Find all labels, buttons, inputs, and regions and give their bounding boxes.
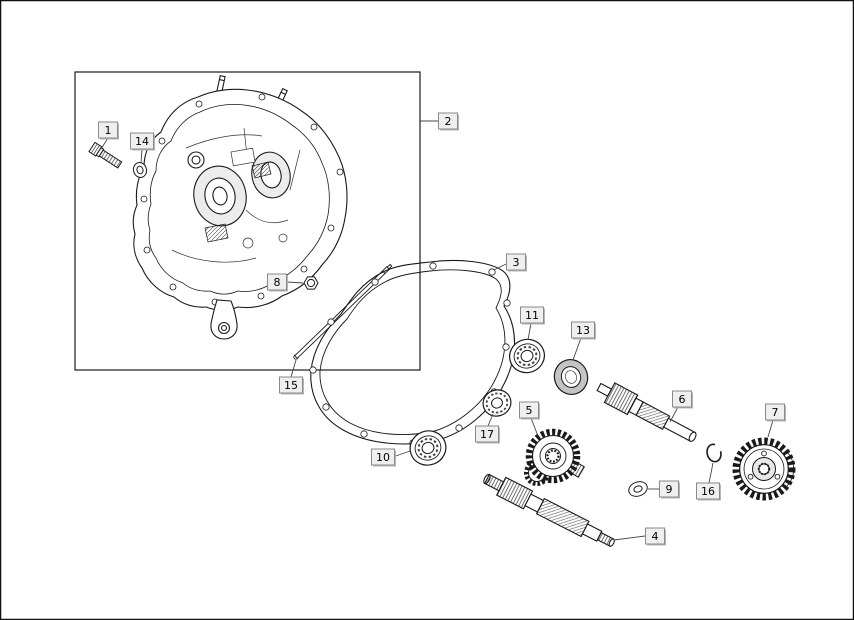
callout-box[interactable] bbox=[519, 401, 539, 419]
washer-part-9 bbox=[628, 481, 648, 497]
callout-number: 10 bbox=[376, 451, 390, 464]
bearing-part-17 bbox=[482, 389, 512, 417]
callout-number: 1 bbox=[105, 124, 112, 137]
callout-box[interactable] bbox=[98, 121, 118, 139]
callout-number: 6 bbox=[679, 393, 686, 406]
callout-number: 4 bbox=[652, 530, 659, 543]
callout-box[interactable] bbox=[371, 448, 395, 466]
leader-line bbox=[669, 406, 679, 423]
callout-number: 15 bbox=[284, 379, 298, 392]
callout-6[interactable]: 6 bbox=[669, 390, 693, 423]
gear-cluster-part-5 bbox=[523, 428, 586, 487]
callout-number: 17 bbox=[480, 428, 494, 441]
leader-line bbox=[767, 419, 774, 438]
callout-number: 8 bbox=[274, 276, 281, 289]
callout-box[interactable] bbox=[645, 527, 665, 545]
callout-number: 7 bbox=[772, 406, 779, 419]
callouts-layer: 1 14 2 8 15 3 11 13 5 17 10 6 7 9 16 4 bbox=[98, 112, 787, 546]
callout-box[interactable] bbox=[659, 480, 679, 498]
transmission-cover-drawing bbox=[132, 75, 348, 340]
leader-line bbox=[708, 462, 714, 484]
washer-part-14 bbox=[132, 162, 148, 178]
callout-5[interactable]: 5 bbox=[519, 401, 541, 437]
callout-box[interactable] bbox=[765, 403, 785, 421]
callout-1[interactable]: 1 bbox=[98, 121, 120, 150]
oil-seal-part-13 bbox=[553, 359, 589, 395]
leader-line bbox=[100, 137, 109, 150]
driven-gear-part-7 bbox=[732, 437, 796, 501]
callout-box[interactable] bbox=[438, 112, 458, 130]
callout-15[interactable]: 15 bbox=[279, 359, 305, 395]
leader-line bbox=[527, 322, 532, 341]
callout-17[interactable]: 17 bbox=[475, 413, 501, 444]
leader-line bbox=[487, 413, 494, 427]
callout-number: 5 bbox=[526, 404, 533, 417]
callout-2[interactable]: 2 bbox=[420, 112, 459, 131]
main-shaft-part-4 bbox=[483, 473, 615, 547]
bolt-part-1 bbox=[88, 141, 123, 169]
callout-box[interactable] bbox=[520, 306, 544, 324]
bearing-part-10 bbox=[409, 430, 447, 466]
nut-part-8 bbox=[303, 276, 319, 290]
leader-line bbox=[286, 281, 304, 284]
callout-box[interactable] bbox=[696, 482, 720, 500]
callout-number: 14 bbox=[135, 135, 149, 148]
callout-number: 11 bbox=[525, 309, 539, 322]
circlip-part-16 bbox=[706, 443, 722, 463]
leader-line bbox=[290, 359, 297, 378]
callout-box[interactable] bbox=[506, 253, 526, 271]
callout-box[interactable] bbox=[571, 321, 595, 339]
callout-3[interactable]: 3 bbox=[493, 253, 527, 272]
callout-number: 9 bbox=[666, 483, 673, 496]
callout-9[interactable]: 9 bbox=[648, 480, 680, 499]
callout-number: 16 bbox=[701, 485, 715, 498]
callout-14[interactable]: 14 bbox=[130, 132, 156, 164]
callout-box[interactable] bbox=[475, 425, 499, 443]
callout-box[interactable] bbox=[672, 390, 692, 408]
callout-box[interactable] bbox=[279, 376, 303, 394]
callout-10[interactable]: 10 bbox=[371, 448, 411, 467]
callout-number: 3 bbox=[513, 256, 520, 269]
leader-line bbox=[613, 535, 646, 541]
callout-4[interactable]: 4 bbox=[613, 527, 666, 546]
callout-13[interactable]: 13 bbox=[571, 321, 597, 361]
gasket-part-3 bbox=[309, 259, 516, 447]
leader-line bbox=[572, 337, 582, 361]
callout-7[interactable]: 7 bbox=[765, 403, 787, 438]
leader-line bbox=[530, 417, 539, 437]
callout-number: 13 bbox=[576, 324, 590, 337]
callout-16[interactable]: 16 bbox=[696, 462, 722, 501]
callout-number: 2 bbox=[445, 115, 452, 128]
callout-box[interactable] bbox=[130, 132, 154, 150]
callout-box[interactable] bbox=[267, 273, 287, 291]
cover-assembly-box bbox=[74, 71, 421, 371]
bearing-part-11 bbox=[509, 338, 545, 374]
leader-line bbox=[140, 148, 143, 164]
callout-11[interactable]: 11 bbox=[520, 306, 546, 341]
gear-shaft-part-6 bbox=[596, 382, 697, 442]
callout-8[interactable]: 8 bbox=[267, 273, 304, 292]
leader-line bbox=[493, 263, 507, 271]
